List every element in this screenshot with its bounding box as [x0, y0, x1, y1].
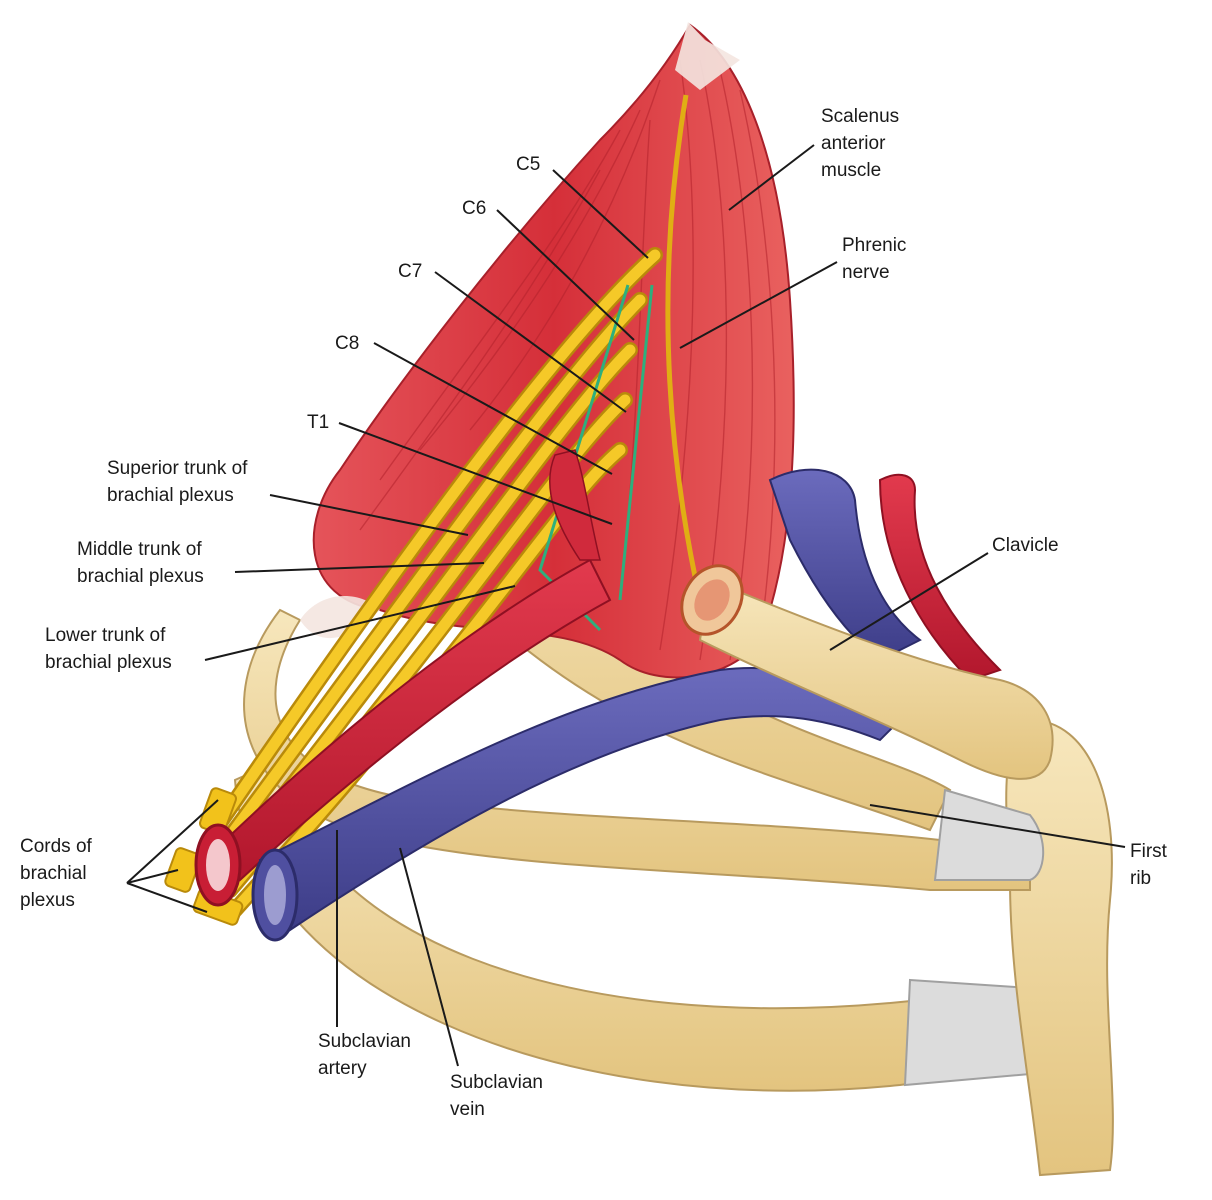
- leader-t1: [338, 422, 613, 525]
- muscle-tendon: [675, 22, 740, 90]
- leader-c5: [552, 169, 649, 259]
- muscle-tendon-left: [300, 596, 380, 639]
- leader-lines: [126, 144, 1126, 1067]
- leader-cords-2: [126, 869, 179, 884]
- sternum: [1005, 718, 1114, 1177]
- clavicle: [698, 578, 1054, 780]
- label-c6: C6: [462, 198, 487, 219]
- leader-first-rib: [869, 804, 1126, 848]
- label-c8: C8: [335, 333, 360, 354]
- leader-cords-1: [126, 799, 219, 884]
- leader-lower-trunk: [204, 585, 516, 661]
- leader-c8: [373, 342, 613, 475]
- first-rib-cartilage: [933, 788, 1045, 881]
- subclavian-artery-branch: [549, 449, 601, 561]
- leader-clavicle: [829, 552, 989, 651]
- leader-c7: [434, 271, 627, 413]
- leader-subclavian-vein: [399, 847, 459, 1067]
- label-clavicle: Clavicle: [992, 535, 1059, 556]
- leader-phrenic: [679, 261, 838, 349]
- jugular-vein: [768, 468, 922, 662]
- leader-superior-trunk: [269, 494, 469, 536]
- phrenic-nerve: [665, 94, 703, 601]
- common-carotid: [878, 473, 1002, 682]
- label-c7: C7: [398, 261, 423, 282]
- subclavian-artery: [213, 558, 612, 882]
- leader-cords-3: [126, 882, 208, 913]
- label-c5: C5: [516, 154, 541, 175]
- leader-middle-trunk: [234, 562, 485, 573]
- leader-c6: [496, 209, 635, 341]
- leader-scalenus: [728, 144, 815, 211]
- label-t1: T1: [307, 412, 330, 433]
